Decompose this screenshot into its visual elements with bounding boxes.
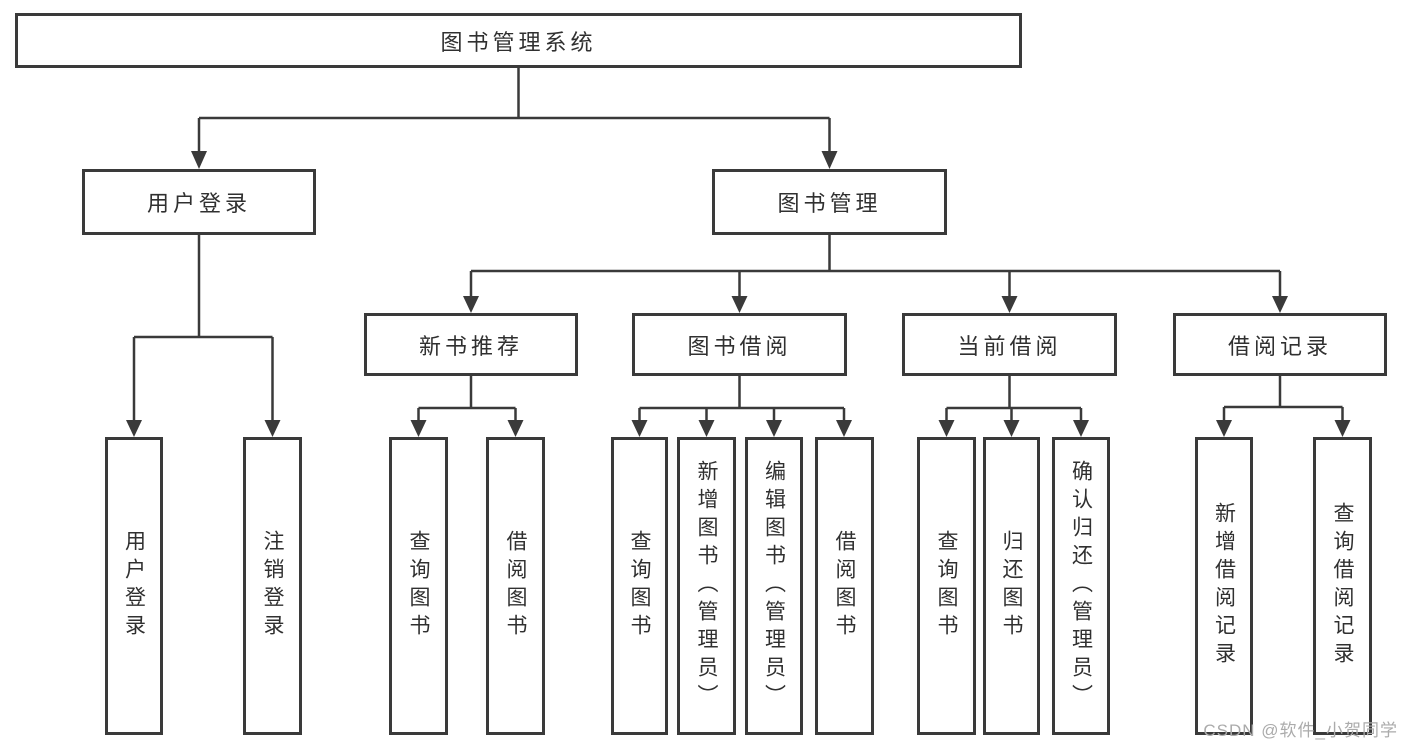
node-leaf-confirm-return-admin: 确认归还（管理员） [1052,437,1110,735]
node-leaf-query-books-recommend: 查询图书 [389,437,448,735]
node-leaf-add-borrow-record: 新增借阅记录 [1195,437,1253,735]
connector-borrowing-records-children [1216,376,1351,437]
connector-root-to-level2 [191,68,838,169]
connector-book-management-children [463,235,1288,313]
node-leaf-query-books-borrowing: 查询图书 [611,437,668,735]
connector-current-borrowing-children [938,376,1089,437]
node-leaf-query-borrow-record: 查询借阅记录 [1313,437,1372,735]
node-root: 图书管理系统 [15,13,1022,68]
node-leaf-return-books: 归还图书 [983,437,1040,735]
connector-user-login-children [126,235,281,437]
connector-book-borrowing-children [631,376,852,437]
node-book-borrowing: 图书借阅 [632,313,847,376]
node-leaf-add-books-admin: 新增图书（管理员） [677,437,736,735]
watermark: CSDN @软件_小贺同学 [1203,721,1398,740]
connector-new-book-recommend-children [410,376,524,437]
node-leaf-edit-books-admin: 编辑图书（管理员） [745,437,803,735]
node-current-borrowing: 当前借阅 [902,313,1117,376]
node-user-login: 用户登录 [82,169,316,235]
node-leaf-borrow-books-recommend: 借阅图书 [486,437,545,735]
node-new-book-recommend: 新书推荐 [364,313,578,376]
node-leaf-user-login: 用户登录 [105,437,163,735]
node-leaf-query-books-current: 查询图书 [917,437,976,735]
node-leaf-logout: 注销登录 [243,437,302,735]
node-borrowing-records: 借阅记录 [1173,313,1387,376]
node-book-management: 图书管理 [712,169,947,235]
node-leaf-borrow-books-borrowing: 借阅图书 [815,437,874,735]
